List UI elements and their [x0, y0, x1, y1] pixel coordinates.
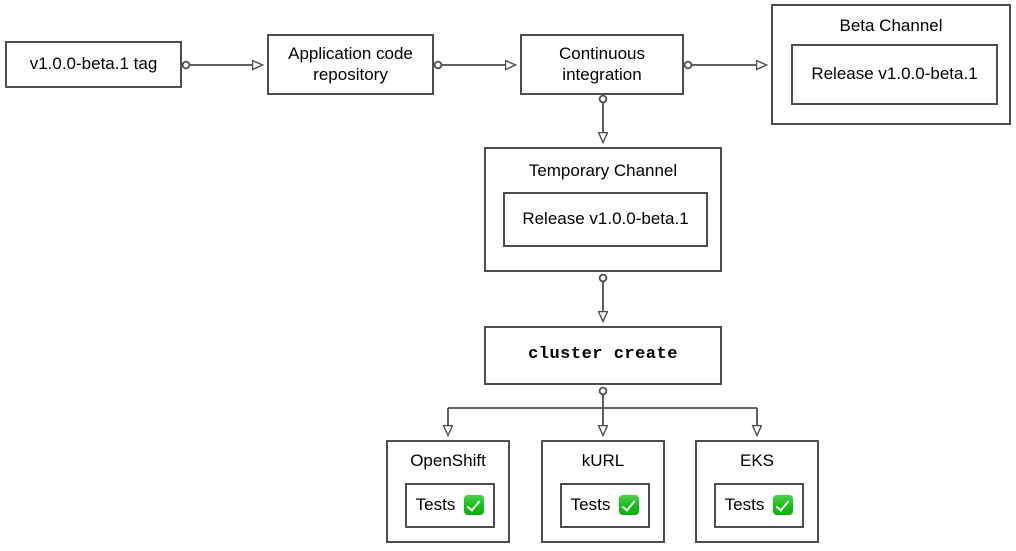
container-openshift-title: OpenShift	[410, 451, 486, 470]
kurl-tests-row: Tests	[570, 495, 640, 516]
container-beta-channel-title: Beta Channel	[839, 16, 943, 35]
white-check-mark-icon	[619, 495, 640, 516]
container-temporary-channel-title: Temporary Channel	[528, 161, 678, 180]
node-application-code-repository-label: Application code repository	[288, 44, 413, 84]
openshift-tests-label: Tests	[415, 495, 456, 515]
eks-tests-label: Tests	[724, 495, 765, 515]
temporary-channel-release-label: Release v1.0.0-beta.1	[522, 209, 689, 229]
node-continuous-integration-label: Continuous integration	[558, 44, 645, 84]
container-beta-channel[interactable]: Beta Channel Release v1.0.0-beta.1	[771, 4, 1011, 125]
node-version-tag-label: v1.0.0-beta.1 tag	[29, 54, 158, 74]
white-check-mark-icon	[773, 495, 794, 516]
node-cluster-create[interactable]: cluster create	[484, 326, 722, 385]
kurl-tests-box[interactable]: Tests	[560, 483, 650, 528]
openshift-tests-row: Tests	[415, 495, 485, 516]
node-application-code-repository[interactable]: Application code repository	[267, 34, 434, 95]
beta-channel-release-box[interactable]: Release v1.0.0-beta.1	[791, 44, 998, 105]
openshift-tests-box[interactable]: Tests	[405, 483, 495, 528]
eks-tests-row: Tests	[724, 495, 794, 516]
container-openshift[interactable]: OpenShift Tests	[386, 440, 510, 543]
container-kurl[interactable]: kURL Tests	[541, 440, 665, 543]
beta-channel-release-label: Release v1.0.0-beta.1	[811, 64, 978, 84]
container-kurl-title: kURL	[581, 451, 625, 470]
white-check-mark-icon	[464, 495, 485, 516]
temporary-channel-release-box[interactable]: Release v1.0.0-beta.1	[503, 192, 708, 247]
container-eks[interactable]: EKS Tests	[695, 440, 819, 543]
kurl-tests-label: Tests	[570, 495, 611, 515]
node-continuous-integration[interactable]: Continuous integration	[520, 34, 684, 95]
container-temporary-channel[interactable]: Temporary Channel Release v1.0.0-beta.1	[484, 147, 722, 272]
eks-tests-box[interactable]: Tests	[714, 483, 804, 528]
node-cluster-create-label: cluster create	[528, 345, 678, 365]
node-version-tag[interactable]: v1.0.0-beta.1 tag	[5, 41, 182, 88]
container-eks-title: EKS	[739, 451, 775, 470]
